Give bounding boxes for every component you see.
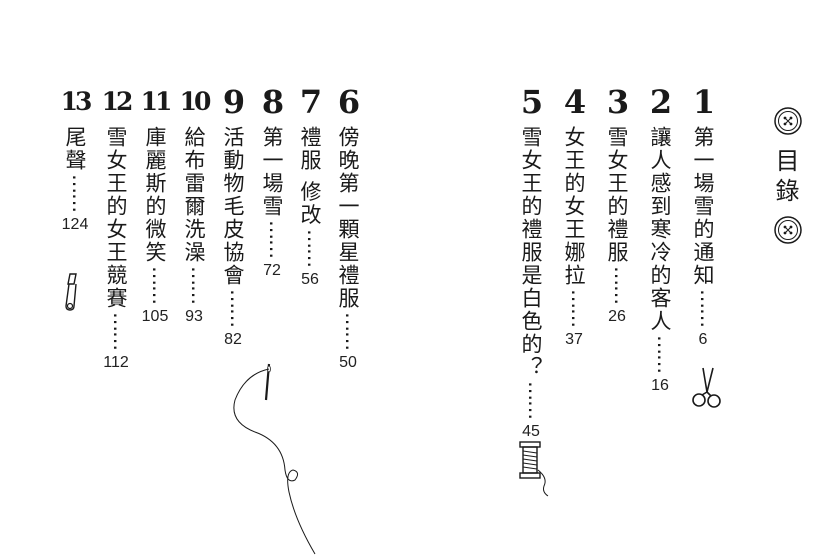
dot-leader: ⋯⋯ [562, 289, 586, 327]
chapter-title: 雪女王的禮服 [605, 126, 629, 264]
chapter-number: 8 [261, 83, 284, 121]
chapter-number: 3 [606, 83, 629, 121]
chapter-entry-6[interactable]: 6 傍晚第一顆星禮服 ⋯⋯ 50 [328, 84, 368, 372]
dot-leader: ⋯⋯ [648, 335, 672, 373]
chapter-entry-8[interactable]: 8 第一場雪 ⋯⋯ 72 [252, 84, 292, 280]
chapter-number: 13 [60, 87, 93, 116]
chapter-page: 45 [522, 423, 540, 440]
button-icon [774, 216, 802, 244]
chapter-page: 26 [608, 308, 626, 325]
dot-leader: ⋯⋯ [605, 266, 629, 304]
chapter-title: 禮服 修改 [298, 126, 322, 227]
chapter-page: 105 [141, 308, 169, 325]
dot-leader: ⋯⋯ [221, 289, 245, 327]
dot-leader: ⋯⋯ [691, 289, 715, 327]
dot-leader: ⋯⋯ [182, 266, 206, 304]
chapter-title: 女王的女王娜拉 [562, 126, 586, 287]
dot-leader: ⋯⋯ [519, 381, 543, 419]
scissors-icon [692, 367, 721, 408]
button-icon [774, 107, 802, 135]
chapter-title: 庫麗斯的微笑 [143, 126, 167, 264]
chapter-entry-12[interactable]: 12 雪女王的女王競賽 ⋯⋯ 112 [96, 84, 136, 372]
chapter-number: 2 [649, 83, 672, 121]
chapter-title: 傍晚第一顆星禮服 [336, 126, 360, 310]
chapter-title: 第一場雪的通知 [691, 126, 715, 287]
dot-leader: ⋯⋯ [104, 312, 128, 350]
chapter-title: 給布雷爾洗澡 [182, 126, 206, 264]
safety-pin-icon [65, 273, 77, 311]
chapter-entry-9[interactable]: 9 活動物毛皮協會 ⋯⋯ 82 [213, 84, 253, 349]
chapter-title: 雪女王的女王競賽 [104, 126, 128, 310]
dot-leader: ⋯⋯ [63, 174, 87, 212]
chapter-page: 82 [224, 331, 242, 348]
thread-spool-icon [519, 441, 549, 497]
chapter-entry-11[interactable]: 11 庫麗斯的微笑 ⋯⋯ 105 [135, 84, 175, 326]
chapter-entry-3[interactable]: 3 雪女王的禮服 ⋯⋯ 26 [597, 84, 637, 326]
chapter-title: 尾聲 [63, 126, 87, 172]
chapter-page: 124 [61, 216, 89, 233]
chapter-entry-1[interactable]: 1 第一場雪的通知 ⋯⋯ 6 [683, 84, 723, 349]
chapter-number: 4 [563, 83, 586, 121]
chapter-title: 活動物毛皮協會 [221, 126, 245, 287]
chapter-number: 11 [140, 87, 173, 116]
chapter-page: 93 [185, 308, 203, 325]
page-title: 目錄 [771, 148, 799, 208]
chapter-page: 16 [651, 377, 669, 394]
chapter-number: 5 [520, 83, 543, 121]
chapter-number: 1 [692, 83, 715, 121]
chapter-entry-10[interactable]: 10 給布雷爾洗澡 ⋯⋯ 93 [174, 84, 214, 326]
chapter-entry-5[interactable]: 5 雪女王的禮服是白色的？ ⋯⋯ 45 [511, 84, 551, 441]
chapter-number: 12 [101, 87, 134, 116]
chapter-number: 10 [179, 87, 212, 116]
chapter-page: 56 [301, 270, 319, 288]
chapter-page: 112 [103, 354, 129, 371]
chapter-title: 讓人感到寒冷的客人 [648, 126, 672, 333]
dot-leader: ⋯⋯ [298, 228, 322, 267]
dot-leader: ⋯⋯ [336, 312, 360, 350]
chapter-title: 第一場雪 [260, 126, 284, 218]
chapter-title: 雪女王的禮服是白色的？ [519, 126, 543, 379]
needle-thread-icon [233, 363, 316, 555]
chapter-page: 6 [698, 331, 708, 348]
chapter-page: 72 [263, 262, 281, 279]
chapter-entry-13[interactable]: 13 尾聲 ⋯⋯ 124 [55, 84, 95, 234]
chapter-entry-7[interactable]: 7 禮服 修改 ⋯⋯ 56 [290, 84, 330, 289]
chapter-entry-2[interactable]: 2 讓人感到寒冷的客人 ⋯⋯ 16 [640, 84, 680, 395]
chapter-page: 37 [565, 331, 583, 348]
chapter-number: 9 [222, 83, 245, 121]
chapter-number: 6 [337, 83, 360, 121]
chapter-page: 50 [339, 354, 357, 371]
dot-leader: ⋯⋯ [143, 266, 167, 304]
dot-leader: ⋯⋯ [260, 220, 284, 258]
chapter-number: 7 [299, 83, 322, 121]
chapter-entry-4[interactable]: 4 女王的女王娜拉 ⋯⋯ 37 [554, 84, 594, 349]
